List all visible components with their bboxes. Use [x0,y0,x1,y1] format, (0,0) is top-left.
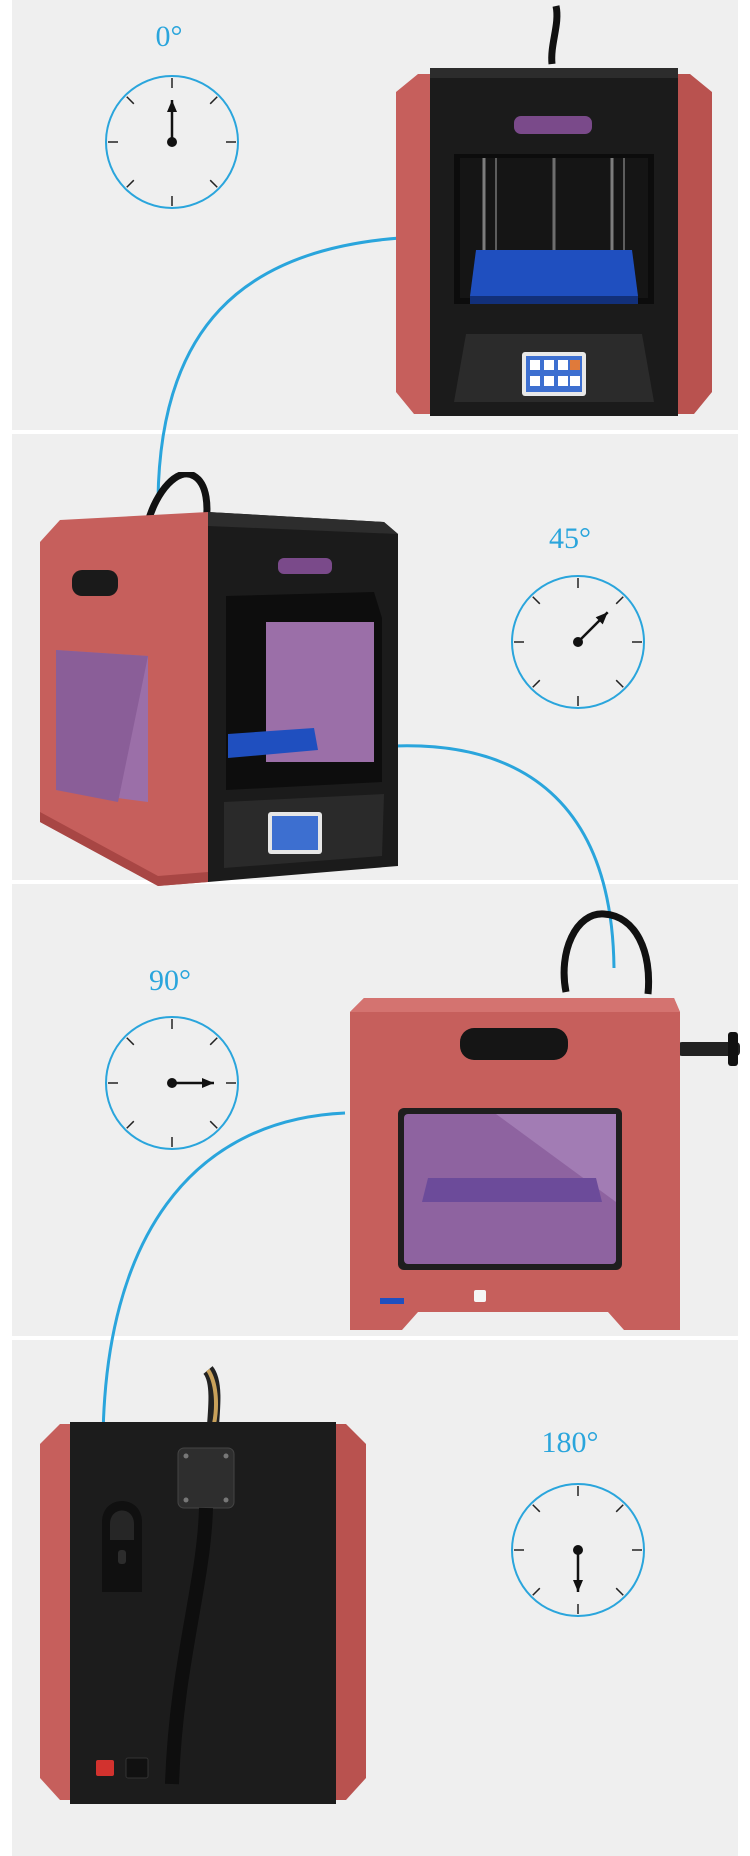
dial-tick [615,1587,624,1596]
dial-tick [532,679,541,688]
angle-label-45: 45° [549,522,591,555]
dial-hand-arrow [573,1580,583,1592]
dial-hand-arrow [167,100,177,112]
dial-center [573,1545,583,1555]
dial-tick [126,1120,135,1129]
dial-tick [209,96,218,105]
dial-center [167,1078,177,1088]
dial-tick [615,679,624,688]
dial-center [167,137,177,147]
dial-tick [615,596,624,605]
dial-tick [209,1120,218,1129]
dial-center [573,637,583,647]
dial-ring [105,75,239,209]
dial-tick [209,179,218,188]
connector-line-1 [156,236,401,501]
dial-tick [126,96,135,105]
dial-tick [209,1037,218,1046]
printer-rear-view [40,1366,366,1804]
clock-dial-icon [511,575,645,709]
dial-tick [532,1504,541,1513]
angle-label-180: 180° [541,1426,599,1459]
dial-tick [532,596,541,605]
dial-tick [126,179,135,188]
clock-dial-icon [105,75,239,209]
printer-front-view [396,5,712,416]
angle-label-90: 90° [149,964,191,997]
clock-dial-icon [511,1483,645,1617]
dial-ring [511,1483,645,1617]
dial-ring [511,575,645,709]
connector-line-2 [394,744,616,969]
connector-line-3 [101,1111,346,1441]
dial-ring [105,1016,239,1150]
dial-tick [532,1587,541,1596]
angle-label-0: 0° [155,20,183,53]
printer-angled-view [40,472,398,886]
clock-dial-icon [105,1016,239,1150]
printer-side-view [350,910,740,1330]
dial-tick [615,1504,624,1513]
dial-hand-arrow [202,1078,214,1088]
dial-tick [126,1037,135,1046]
dial-hand-arrow [595,612,608,625]
